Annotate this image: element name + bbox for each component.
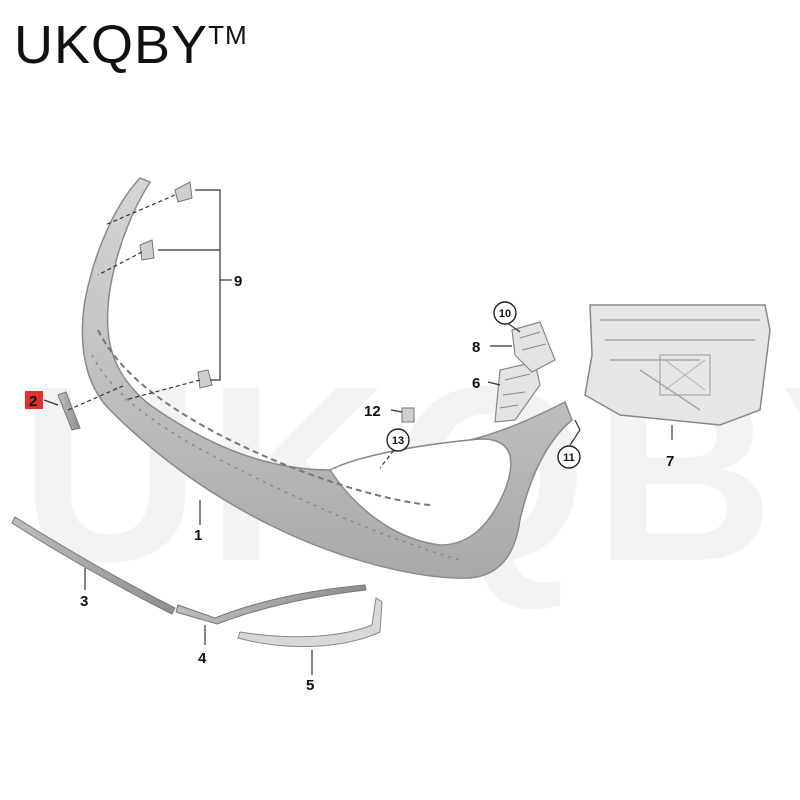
chrome-trim-part: [237, 597, 383, 648]
lower-trim-strip-part: [11, 516, 176, 615]
callout-13: 13: [386, 428, 410, 452]
callout-9: 9: [234, 273, 242, 290]
callout-label-8: 8: [472, 339, 480, 356]
callout-3: 3: [80, 593, 88, 610]
callout-6: 6: [472, 375, 480, 392]
callout-12: 12: [364, 403, 381, 420]
bracket-8-part: [511, 321, 556, 373]
bumper-cover-part: [81, 177, 573, 579]
callout-label-11: 11: [563, 452, 575, 464]
brand-logo: UKQBYTM: [14, 14, 248, 76]
callout-label-1: 1: [194, 527, 202, 544]
callout-label-9: 9: [234, 273, 242, 290]
callout-label-13: 13: [392, 435, 404, 447]
callout-label-4: 4: [198, 650, 207, 667]
callout-11: 11: [557, 445, 581, 469]
leader-lines: [43, 189, 673, 675]
middle-trim-part: [175, 584, 367, 625]
callout-2: 2: [25, 391, 43, 410]
callout-10: 10: [493, 301, 517, 325]
clip-parts: [139, 181, 415, 423]
bumper-carrier-part: [584, 304, 771, 426]
brand-trademark: TM: [208, 20, 248, 50]
callout-label-5: 5: [306, 677, 314, 694]
callout-label-12: 12: [364, 403, 381, 420]
callout-label-3: 3: [80, 593, 88, 610]
callout-label-10: 10: [499, 308, 511, 320]
callout-label-7: 7: [666, 453, 674, 470]
callout-label-2: 2: [29, 393, 37, 410]
callout-4: 4: [198, 650, 207, 667]
brand-name: UKQBY: [14, 15, 209, 75]
callout-2-highlight: [25, 391, 43, 409]
callout-7: 7: [666, 453, 674, 470]
callout-8: 8: [472, 339, 480, 356]
callout-1: 1: [194, 527, 202, 544]
callout-label-6: 6: [472, 375, 480, 392]
left-bracket-part: [57, 391, 81, 431]
callout-5: 5: [306, 677, 314, 694]
